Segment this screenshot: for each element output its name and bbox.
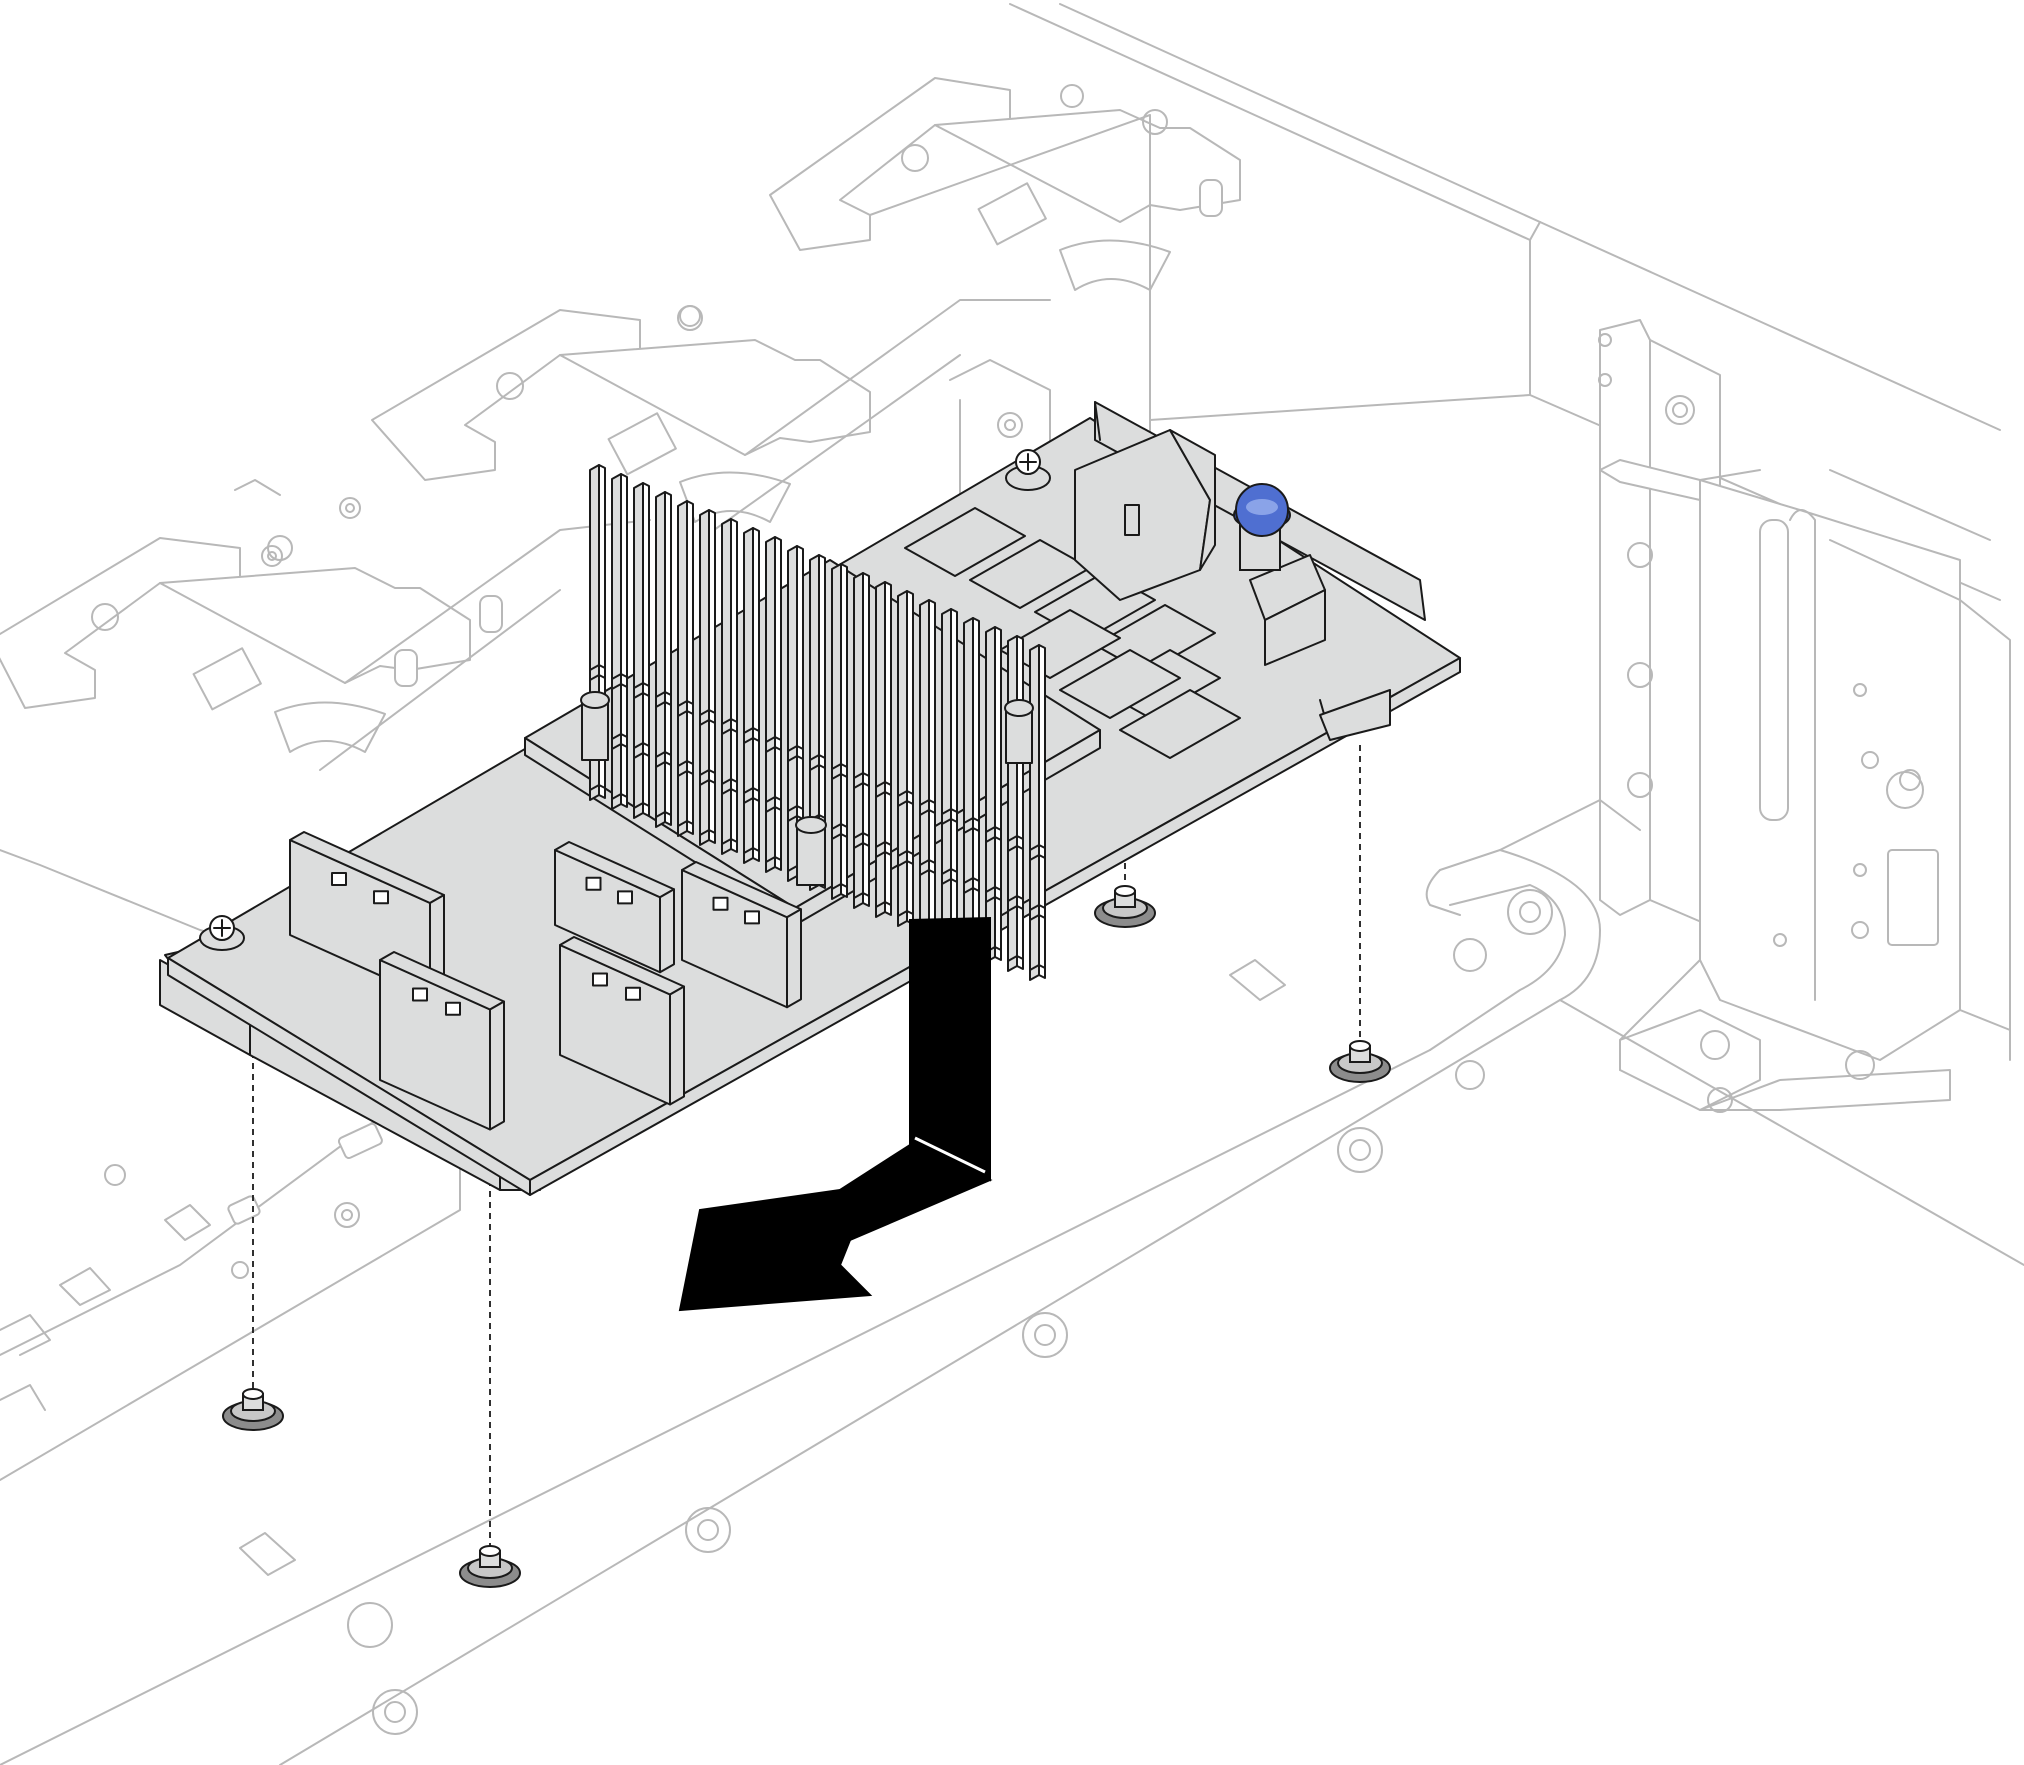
- heatsink-fin: [963, 617, 980, 824]
- install-arrow: [678, 916, 993, 1312]
- board-screw-left: [199, 915, 245, 951]
- heatsink-spring-left: [580, 691, 610, 761]
- heatsink-fin: [919, 599, 936, 806]
- heatsink-fin: [1029, 644, 1046, 851]
- standoff: [1329, 1040, 1391, 1083]
- chassis-background: [0, 3, 2024, 1765]
- heatsink-fin: [941, 608, 958, 815]
- heatsink-fin: [875, 581, 892, 788]
- connector-left-front: [379, 951, 505, 1131]
- heatsink-spring-front: [795, 816, 827, 886]
- adapter-board: [159, 401, 1461, 1196]
- floor-screws: [239, 889, 1553, 1735]
- heatsink-fin: [611, 473, 628, 680]
- heatsink-fin: [809, 554, 826, 761]
- heatsink-fin: [897, 590, 914, 797]
- fan-bay-middle: [371, 299, 1051, 541]
- heatsink-fin: [677, 500, 694, 707]
- fan-bay-lower: [0, 519, 651, 771]
- connector-middle-front: [559, 936, 685, 1106]
- connector-group: [289, 831, 802, 1131]
- heatsink: [589, 464, 1046, 981]
- heatsink-fin: [699, 509, 716, 716]
- thumbscrew: [1233, 483, 1291, 571]
- standoff: [222, 1388, 284, 1431]
- heatsink-spring-right: [1004, 699, 1034, 764]
- chip: [1119, 689, 1241, 759]
- connector-middle-rear: [554, 841, 675, 974]
- heatsink-fin: [853, 572, 870, 779]
- heatsink-fin: [721, 518, 738, 725]
- fan-bay-upper: [769, 77, 1241, 321]
- chip: [904, 507, 1026, 577]
- connector-right: [681, 861, 802, 1009]
- board-screw-right: [1005, 449, 1051, 491]
- standoff-group: [222, 885, 1391, 1588]
- heatsink-fin: [743, 527, 760, 734]
- standoff: [1094, 885, 1156, 928]
- heatsink-fin: [633, 482, 650, 689]
- right-bracket: [1598, 319, 2011, 1113]
- heatsink-fin: [985, 626, 1002, 833]
- chip: [1059, 649, 1181, 719]
- heatsink-fin: [787, 545, 804, 752]
- heatsink-fin: [765, 536, 782, 743]
- standoff: [459, 1545, 521, 1588]
- heatsink-fin: [589, 464, 606, 671]
- heatsink-fin: [655, 491, 672, 698]
- heatsink-fin: [831, 563, 848, 770]
- rear-connector: [1074, 429, 1326, 666]
